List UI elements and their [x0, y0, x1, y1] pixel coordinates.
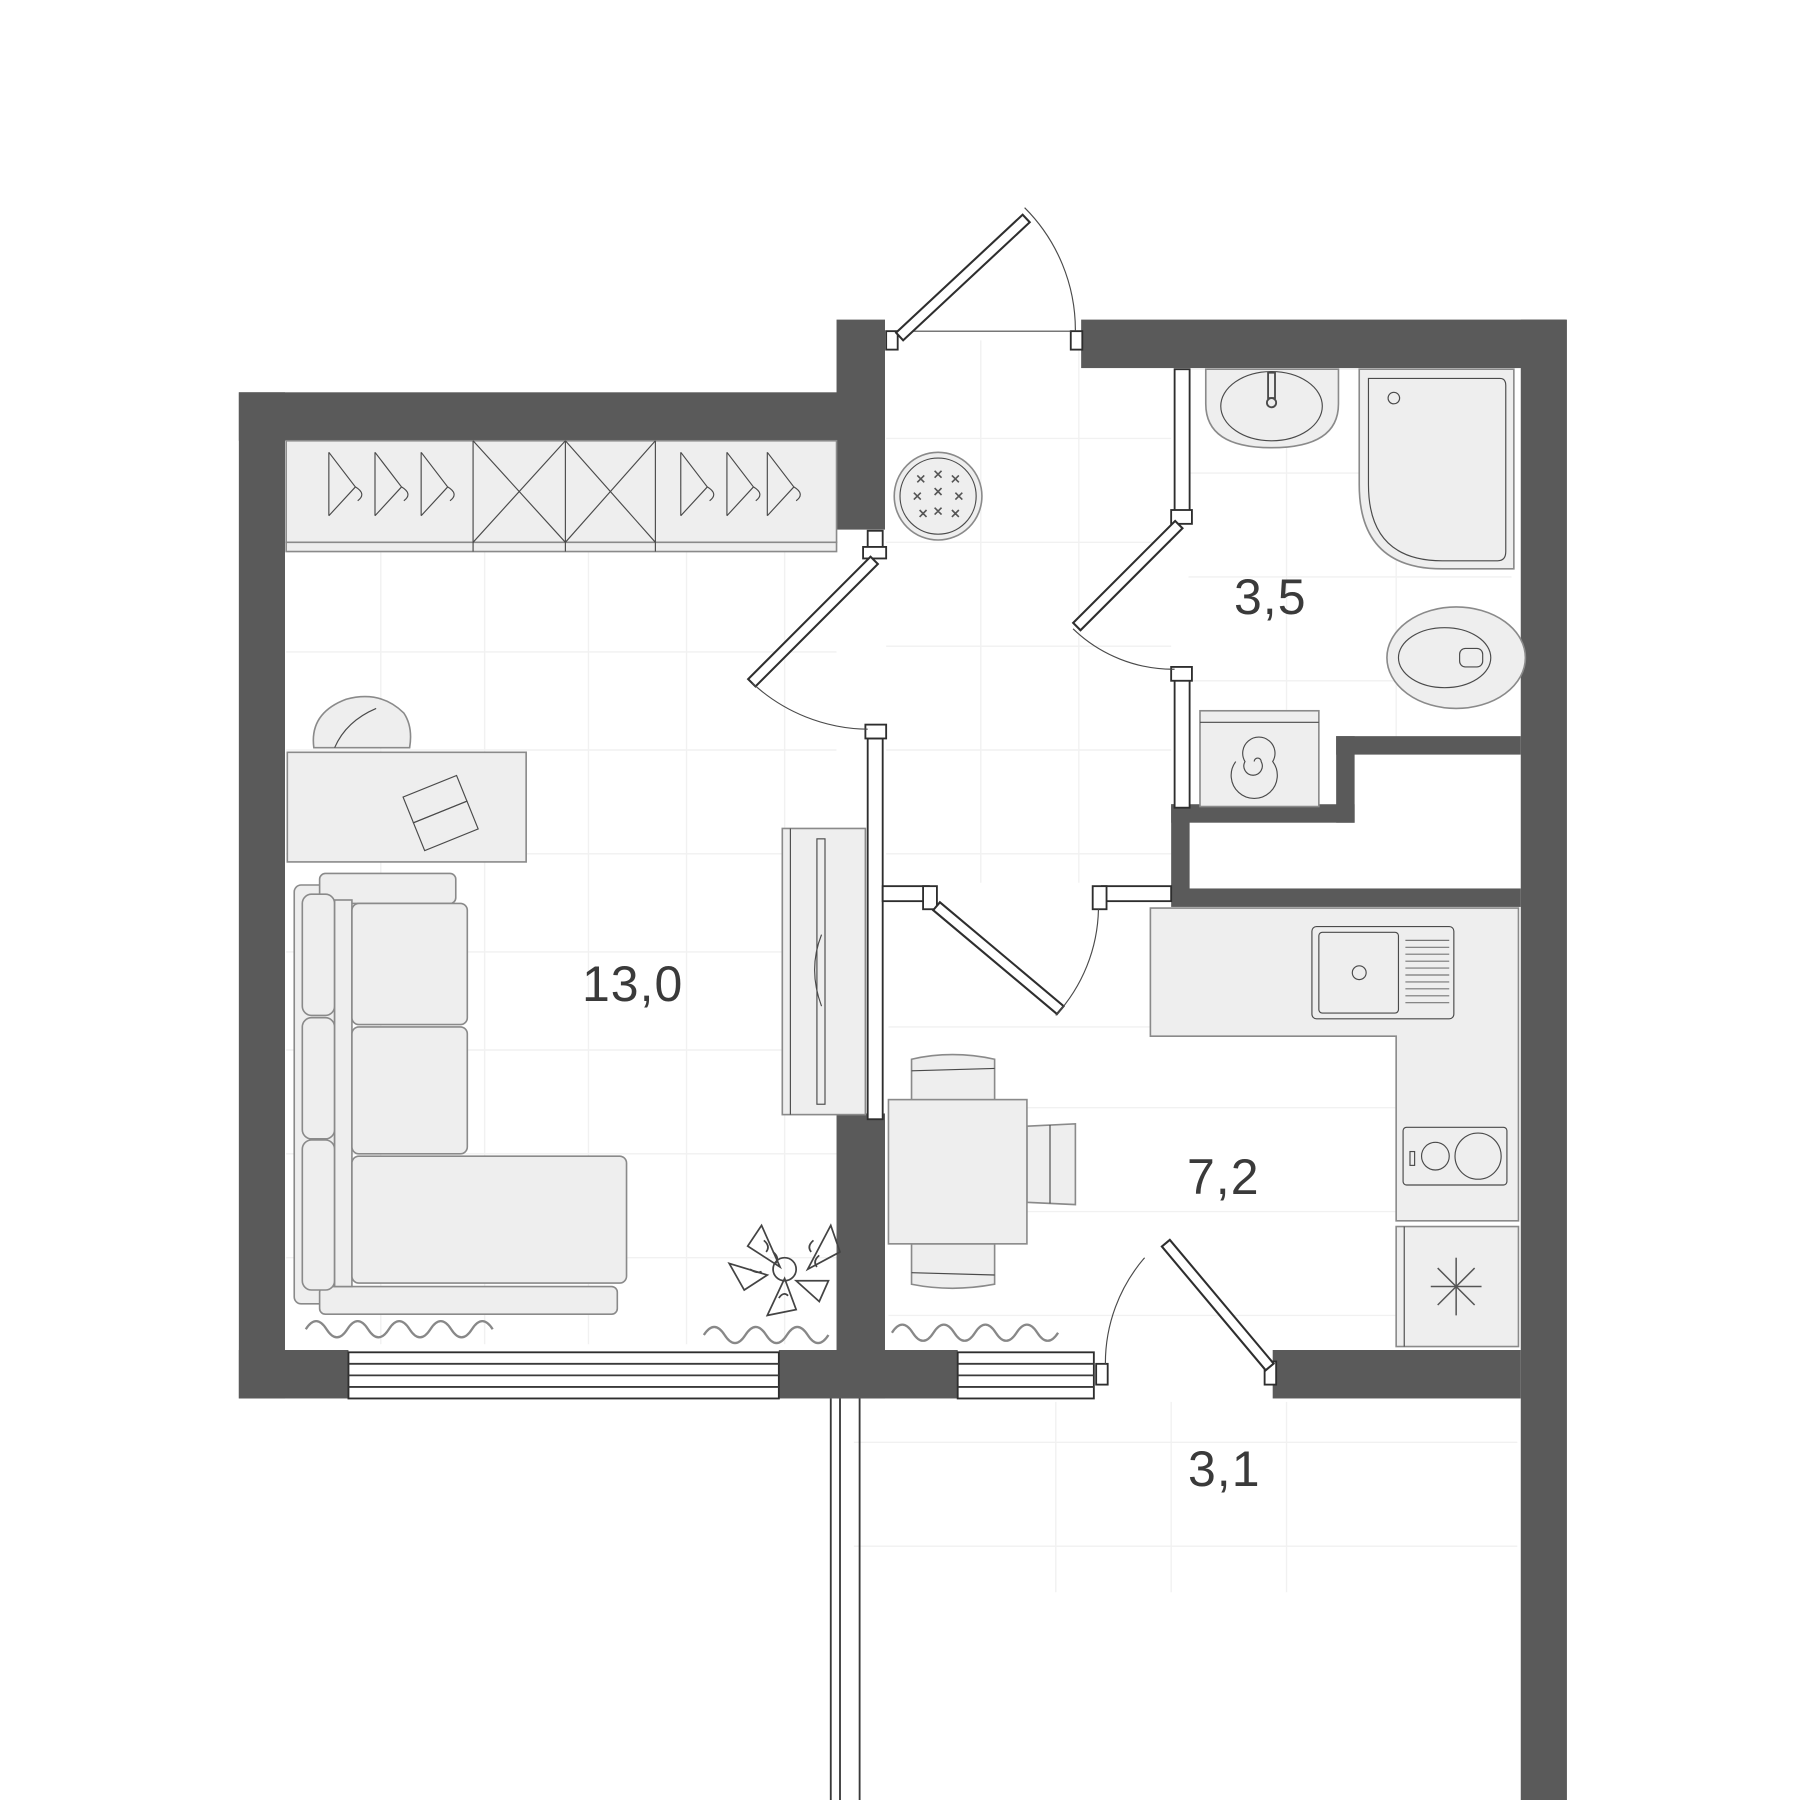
kitchen-door[interactable]: [922, 885, 1108, 1016]
washing-machine-icon: [1199, 709, 1320, 808]
kitchen-sink-icon: [1311, 925, 1455, 1020]
laptop-icon: [402, 774, 479, 852]
toilet-icon: [1386, 606, 1527, 710]
balcony-door[interactable]: [1095, 1238, 1278, 1386]
corner-sofa-icon: [293, 872, 628, 1316]
fridge-icon: [1395, 1225, 1520, 1348]
kitchen-area-label: 7,2: [1187, 1149, 1260, 1205]
kitchen-window: [956, 1351, 1095, 1400]
living-room-area-label: 13,0: [582, 956, 684, 1012]
balcony-area-label: 3,1: [1188, 1441, 1261, 1497]
wardrobe: [285, 439, 838, 553]
round-rug-icon: [893, 451, 983, 541]
office-chair-icon: [312, 695, 412, 749]
living-room-door[interactable]: [746, 529, 888, 740]
tv-stand-icon: [781, 827, 867, 1116]
living-room-window: [347, 1351, 780, 1400]
washbasin-icon: [1204, 368, 1340, 449]
bathroom-area-label: 3,5: [1234, 569, 1307, 625]
curtains: [304, 1320, 1060, 1345]
cross-box-icon: [472, 440, 656, 543]
hob-icon: [1402, 1126, 1508, 1186]
entrance-door[interactable]: [885, 207, 1084, 351]
hanger-icon: [328, 451, 801, 517]
dining-table-icon: [887, 1053, 1077, 1290]
plant-icon: [727, 1223, 842, 1317]
walls: [238, 319, 1567, 1800]
bathroom-door[interactable]: [1071, 509, 1193, 682]
kitchen-counter: [1149, 907, 1520, 1222]
shower-tray-icon: [1358, 368, 1515, 570]
balcony: [829, 1398, 861, 1800]
